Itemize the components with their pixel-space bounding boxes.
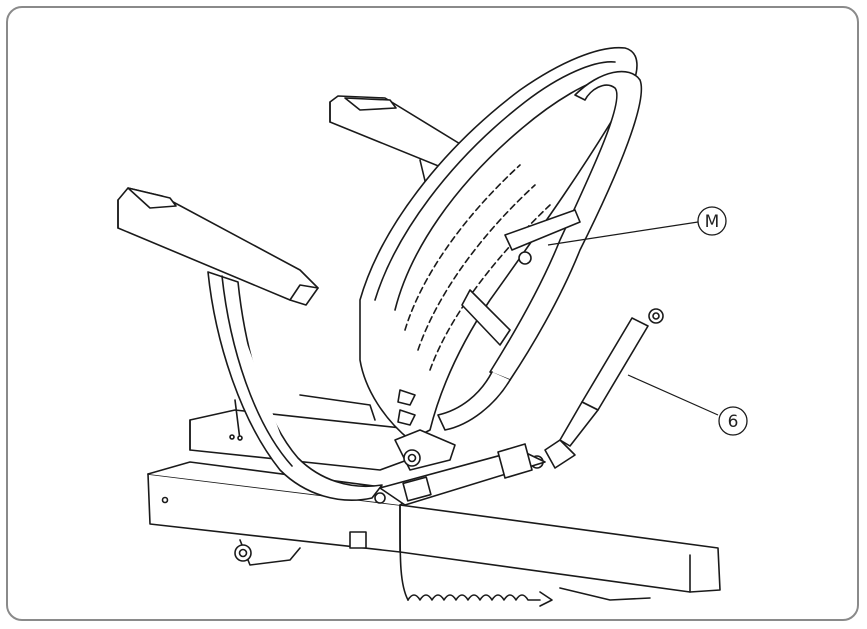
leader-line-m [547, 221, 699, 246]
base-rail [147, 461, 721, 601]
gas-spring [530, 308, 664, 469]
callout-m-label: M [705, 212, 720, 232]
pivot-joint [394, 429, 456, 471]
callout-6-label: 6 [728, 412, 739, 432]
callout-m: M [697, 206, 727, 236]
armrest-front [117, 187, 383, 501]
lever-arm [374, 443, 546, 506]
release-cable [399, 504, 553, 607]
callout-6: 6 [718, 406, 748, 436]
leader-line-6 [627, 374, 719, 416]
back-frame-tube [437, 70, 643, 431]
seat-back [359, 46, 638, 441]
